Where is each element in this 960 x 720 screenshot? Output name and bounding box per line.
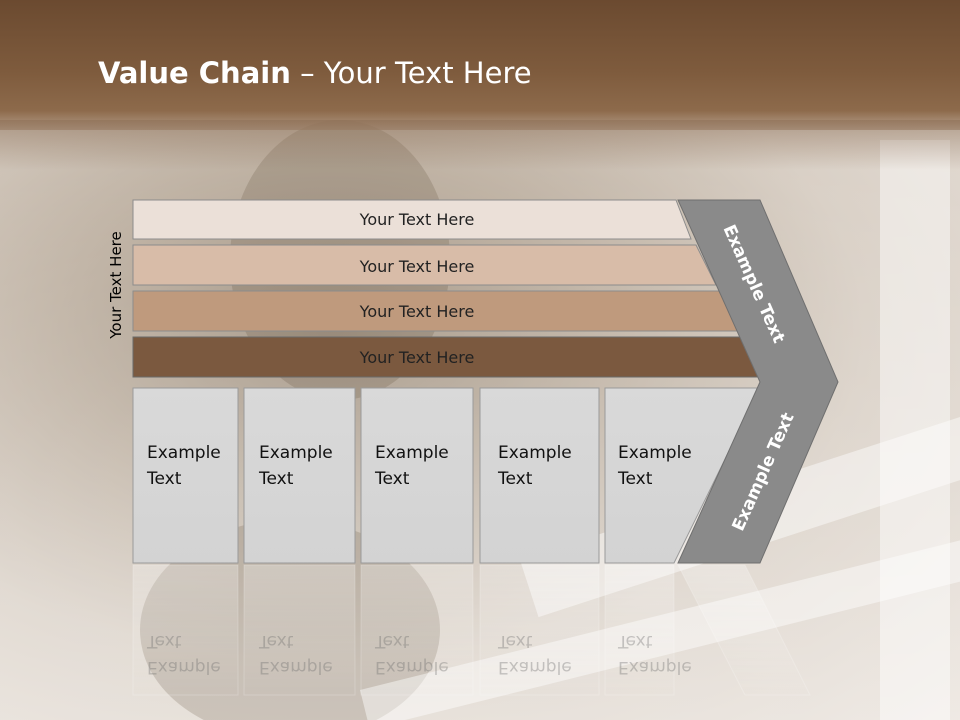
chevron-arrow xyxy=(677,199,839,564)
box-reflection xyxy=(360,564,474,696)
box-label-line1: Example xyxy=(375,443,449,463)
box-label-line2: Text xyxy=(375,469,410,489)
reflection-line: Example xyxy=(498,657,572,677)
box-label: Example Text xyxy=(259,440,349,492)
box-label-line1: Example xyxy=(147,443,221,463)
reflection-line: Example xyxy=(147,657,221,677)
bar-label: Your Text Here xyxy=(359,301,475,321)
box-label-line1: Example xyxy=(618,443,692,463)
box-label-line2: Text xyxy=(498,469,533,489)
box-label-line2: Text xyxy=(618,469,653,489)
box-label: Example Text xyxy=(147,440,237,492)
activity-box xyxy=(360,387,474,564)
box-label-reflection: Example Text xyxy=(618,628,708,680)
box-reflection xyxy=(132,564,239,696)
box-label: Example Text xyxy=(618,440,708,492)
activity-box xyxy=(479,387,600,564)
slide-title: Value Chain – Your Text Here xyxy=(98,56,532,90)
activity-box xyxy=(132,387,239,564)
box-label-reflection: Example Text xyxy=(498,628,588,680)
box-label-line2: Text xyxy=(259,469,294,489)
arrow-reflection xyxy=(677,564,811,696)
activity-box xyxy=(604,387,761,564)
title-bold: Value Chain xyxy=(98,56,291,90)
reflection-line: Text xyxy=(375,631,410,651)
box-reflection xyxy=(479,564,600,696)
box-label-line1: Example xyxy=(498,443,572,463)
bar-label: Your Text Here xyxy=(359,209,475,229)
reflection-line: Text xyxy=(498,631,533,651)
box-label-reflection: Example Text xyxy=(147,628,237,680)
reflection-line: Text xyxy=(147,631,182,651)
reflection-group xyxy=(132,564,811,696)
box-reflection xyxy=(604,564,675,696)
box-label-reflection: Example Text xyxy=(259,628,349,680)
header-fade xyxy=(0,120,960,170)
reflection-line: Example xyxy=(618,657,692,677)
bar-shape xyxy=(132,199,692,240)
reflection-line: Text xyxy=(618,631,653,651)
box-label: Example Text xyxy=(375,440,465,492)
title-rest: – Your Text Here xyxy=(290,56,532,90)
bar-label: Your Text Here xyxy=(359,256,475,276)
reflection-line: Example xyxy=(259,657,333,677)
activity-box xyxy=(243,387,356,564)
box-label: Example Text xyxy=(498,440,588,492)
box-label-reflection: Example Text xyxy=(375,628,465,680)
box-reflection xyxy=(243,564,356,696)
background-plank xyxy=(880,140,950,720)
header-bar xyxy=(0,0,960,130)
bar-label: Your Text Here xyxy=(359,347,475,367)
reflection-line: Example xyxy=(375,657,449,677)
reflection-line: Text xyxy=(259,631,294,651)
box-label-line2: Text xyxy=(147,469,182,489)
box-label-line1: Example xyxy=(259,443,333,463)
